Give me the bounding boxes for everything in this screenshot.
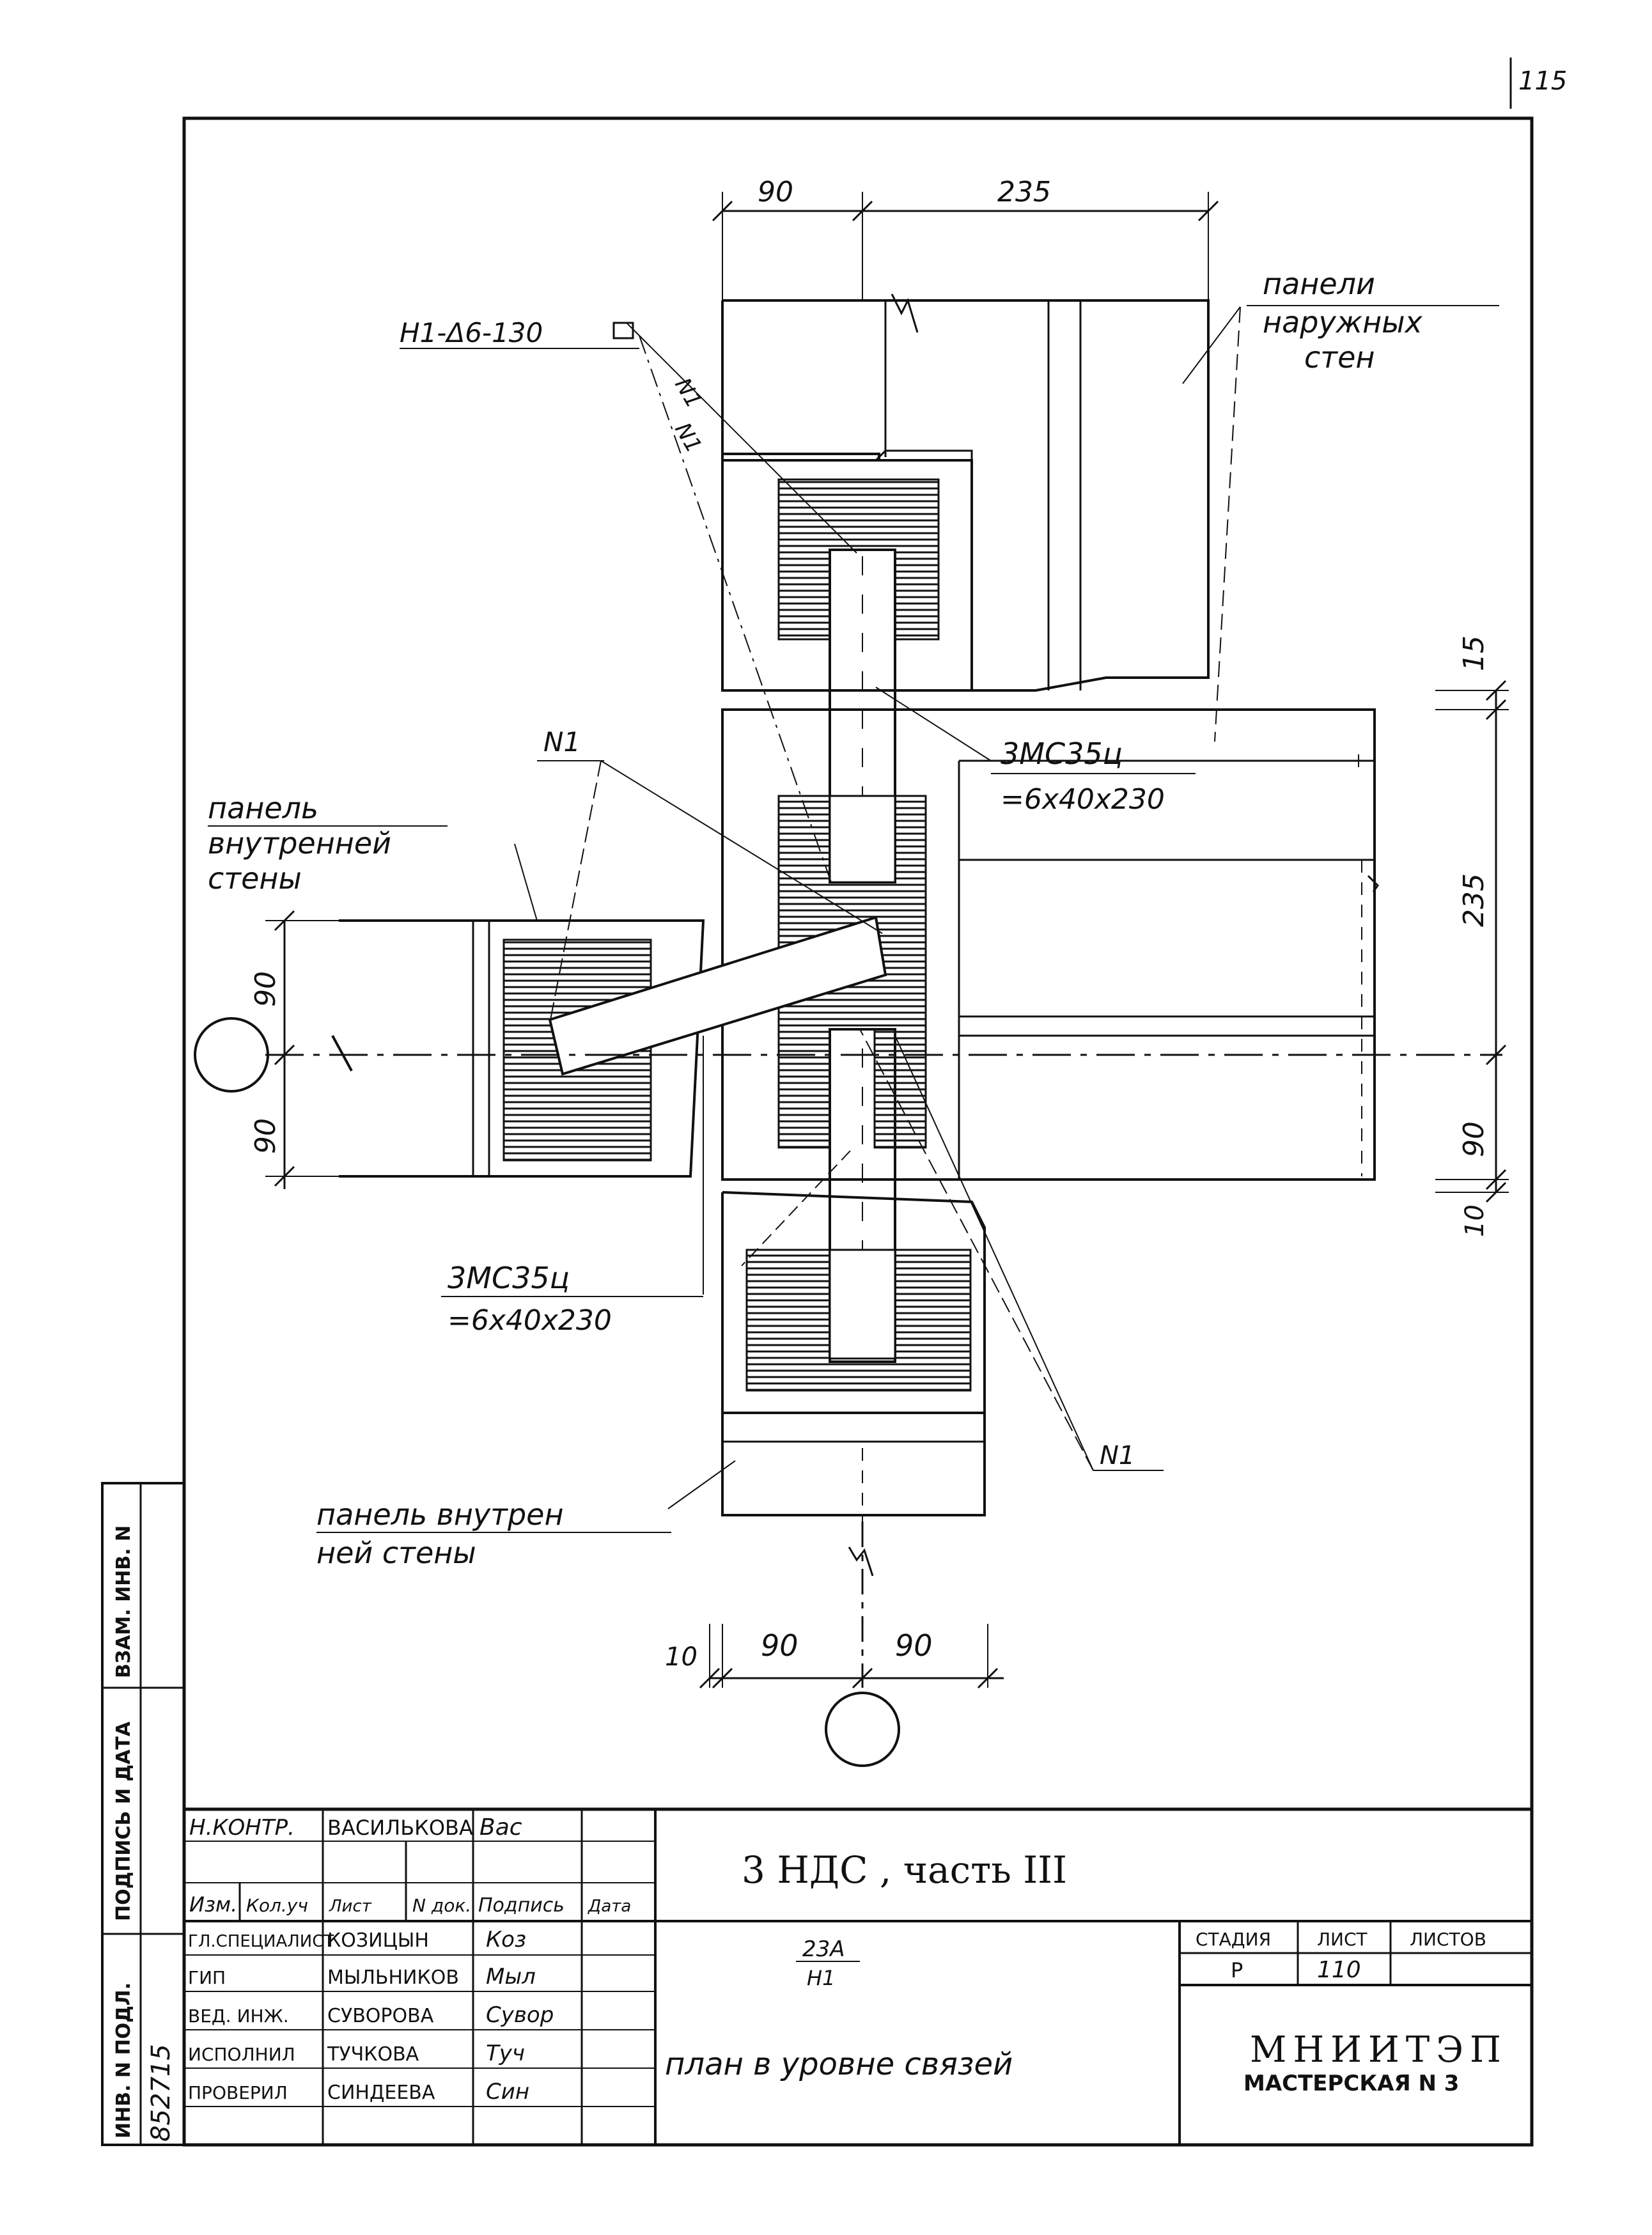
- outer-panels-label-3: стен: [1304, 340, 1375, 375]
- header-podpis: Подпись: [478, 1894, 565, 1917]
- n1-label-c: N1: [543, 726, 581, 758]
- staff-role-4: ИСПОЛНИЛ: [188, 2044, 295, 2065]
- staff-sign-5: Син: [486, 2079, 529, 2105]
- inner-panel-label-1: панель: [208, 791, 318, 825]
- ref-top: 23А: [802, 1936, 845, 1962]
- drawing-title: план в уровне связей: [665, 2046, 1013, 2082]
- sheet-label: ЛИСТ: [1317, 1929, 1368, 1950]
- vzam-inv-label: ВЗАМ. ИНВ. N: [113, 1525, 135, 1678]
- side-stamp: ИНВ. N ПОДЛ. ПОДПИСЬ И ДАТА ВЗАМ. ИНВ. N…: [101, 1482, 185, 2146]
- staff-name-5: СИНДЕЕВА: [327, 2082, 435, 2104]
- staff-name-4: ТУЧКОВА: [327, 2043, 419, 2066]
- dim-right-bottom: 10: [1460, 1204, 1490, 1237]
- podpis-data-label: ПОДПИСЬ И ДАТА: [113, 1721, 135, 1921]
- dim-bottom-right: 90: [895, 1628, 933, 1663]
- steel-strip-diagonal: [548, 915, 887, 1076]
- inner-panel-label-3: стены: [208, 861, 302, 896]
- steel-right-label-2: =6x40x230: [1001, 783, 1165, 816]
- staff-role-3: ВЕД. ИНЖ.: [188, 2005, 289, 2027]
- header-kol-uch: Кол.уч: [246, 1895, 308, 1916]
- org-sub: МАСТЕРСКАЯ N 3: [1243, 2071, 1459, 2096]
- dim-left-lower: 90: [249, 1118, 282, 1154]
- staff-sign-3: Сувор: [486, 2002, 554, 2028]
- hatched-block-upper: [721, 449, 973, 692]
- dim-right-low: 90: [1458, 1121, 1490, 1157]
- steel-left-label-2: =6x40x230: [448, 1304, 612, 1337]
- staff-name-3: СУВОРОВА: [327, 2005, 434, 2027]
- staff-sign-1: Коз: [486, 1927, 526, 1952]
- stage-label: СТАДИЯ: [1196, 1929, 1271, 1950]
- annotations: Н1-Δ6-130 N1 N1 N1 N1 панели наружных ст…: [208, 267, 1499, 1570]
- inner-panel-bottom-label-1: панель внутрен: [316, 1497, 564, 1532]
- n-kontr-role: Н.КОНТР.: [189, 1815, 295, 1841]
- dim-top-left: 90: [758, 176, 793, 208]
- n-kontr-sign: Вас: [479, 1814, 522, 1841]
- staff-sign-2: Мыл: [486, 1964, 536, 1990]
- n-kontr-name: ВАСИЛЬКОВА: [327, 1816, 473, 1840]
- staff-name-1: КОЗИЦЫН: [327, 1929, 429, 1952]
- n1-label-a: N1: [669, 374, 706, 413]
- ref-bottom: Н1: [807, 1966, 835, 1990]
- steel-left-label-1: 3МС35ц: [448, 1261, 570, 1295]
- outer-panels-label-1: панели: [1263, 267, 1375, 301]
- header-list: Лист: [329, 1897, 372, 1916]
- n1-label-d: N1: [1100, 1441, 1135, 1470]
- dim-top-right: 235: [997, 176, 1051, 208]
- outer-wall-panel-right: [721, 708, 1376, 1181]
- header-data: Дата: [588, 1897, 631, 1916]
- stage-value: Р: [1231, 1958, 1243, 1982]
- staff-role-5: ПРОВЕРИЛ: [188, 2082, 288, 2103]
- inv-handwritten: 852715: [146, 2044, 176, 2142]
- outer-wall-panel-lower: [721, 1191, 986, 1414]
- dim-bottom-left: 90: [761, 1628, 799, 1663]
- inner-panel-label-2: внутренней: [208, 826, 391, 861]
- staff-name-2: МЫЛЬНИКОВ: [327, 1966, 459, 1989]
- staff-sign-4: Туч: [486, 2041, 525, 2066]
- dim-left-upper: 90: [249, 971, 282, 1007]
- axis-bubble-left: [194, 1017, 269, 1093]
- n1-label-b: N1: [669, 419, 706, 458]
- title-block: Н.КОНТР. ВАСИЛЬКОВА Вас Изм. Кол.уч Лист…: [182, 1807, 1534, 2147]
- staff-role-1: ГЛ.СПЕЦИАЛИСТ: [188, 1932, 334, 1951]
- dim-right-mid: 235: [1458, 873, 1490, 927]
- plan-drawing: [194, 293, 1502, 1767]
- inv-podl-label: ИНВ. N ПОДЛ.: [113, 1982, 135, 2138]
- steel-right-label-1: 3МС35ц: [1001, 736, 1123, 771]
- sheets-label: ЛИСТОВ: [1410, 1929, 1486, 1950]
- inner-wall-panel-bottom: [721, 1412, 986, 1522]
- axis-bubble-bottom: [825, 1692, 900, 1767]
- header-n-dok: N док.: [412, 1895, 471, 1916]
- org-name: МНИИТЭП: [1250, 2029, 1508, 2071]
- project-name: 3 НДС , часть III: [742, 1848, 1067, 1892]
- dimensions: 90 235 15 235 90 10 90 90 10: [249, 176, 1509, 1689]
- dim-right-top: 15: [1458, 635, 1490, 671]
- staff-role-2: ГИП: [188, 1967, 226, 1988]
- header-izm: Изм.: [189, 1892, 237, 1917]
- sheet-value: 110: [1317, 1957, 1361, 1983]
- inner-panel-bottom-label-2: ней стены: [316, 1536, 476, 1570]
- sheet-number: 115: [1518, 66, 1567, 96]
- connector-mark: Н1-Δ6-130: [400, 317, 543, 348]
- dim-bottom-small: 10: [665, 1642, 697, 1672]
- outer-panels-label-2: наружных: [1263, 305, 1423, 339]
